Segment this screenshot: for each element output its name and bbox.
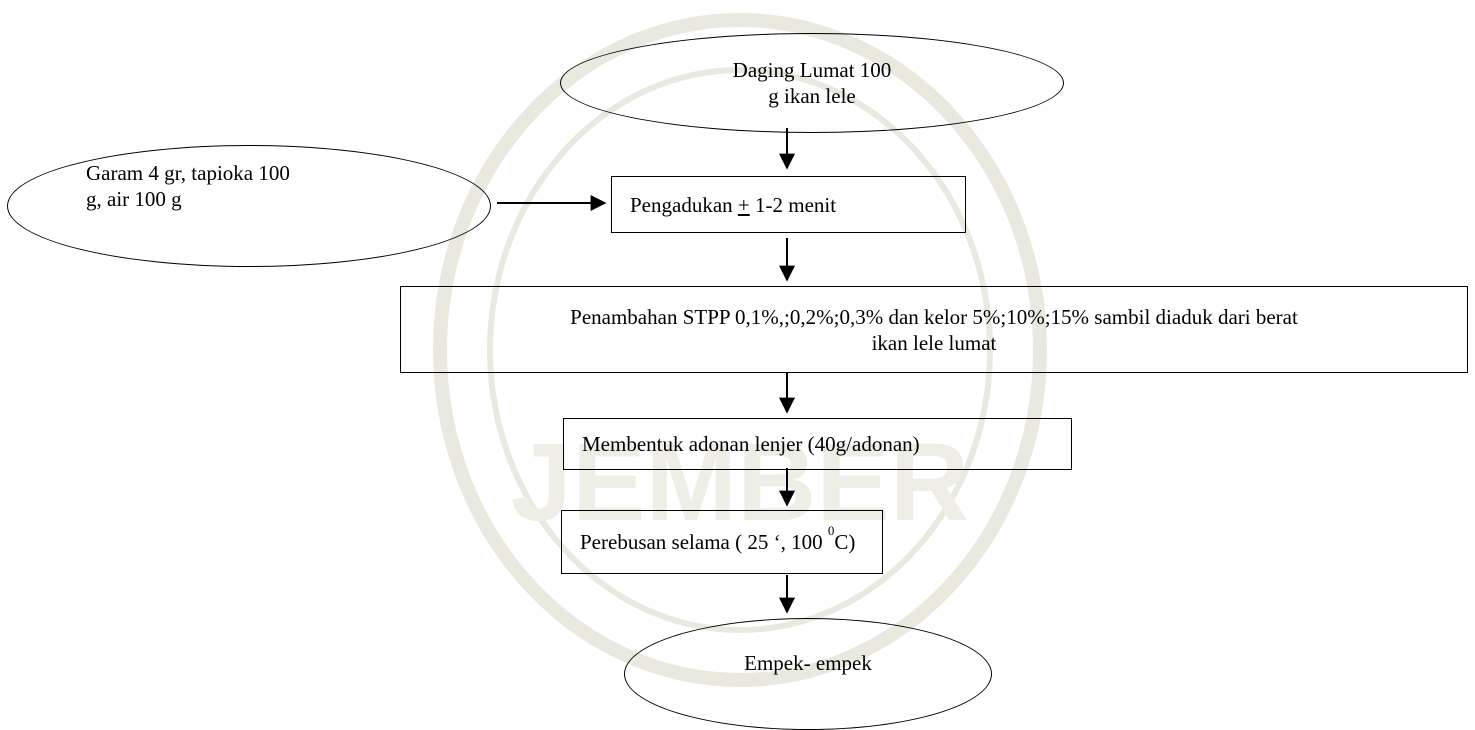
end-label: Empek- empek (744, 651, 872, 675)
input-node: Garam 4 gr, tapioka 100 g, air 100 g (7, 145, 491, 267)
start-label-line2: g ikan lele (768, 84, 856, 108)
addition-step-line1: Penambahan STPP 0,1%,;0,2%;0,3% dan kelo… (570, 304, 1298, 329)
input-label-line1: Garam 4 gr, tapioka 100 (86, 161, 290, 185)
end-node: Empek- empek (624, 618, 992, 730)
start-label-line1: Daging Lumat 100 (732, 58, 892, 82)
mixing-step-box: Pengadukan + 1-2 menit (611, 176, 966, 233)
plus-minus-symbol: + (737, 192, 750, 217)
forming-step-label: Membentuk adonan lenjer (40g/adonan) (582, 432, 920, 456)
forming-step-box: Membentuk adonan lenjer (40g/adonan) (563, 418, 1072, 470)
start-node: Daging Lumat 100 g ikan lele (560, 33, 1064, 133)
degree-superscript: 0 (827, 523, 835, 538)
addition-step-box: Penambahan STPP 0,1%,;0,2%;0,3% dan kelo… (400, 286, 1468, 373)
connectors (497, 128, 795, 614)
mixing-step-label: Pengadukan + 1-2 menit (630, 192, 837, 217)
boiling-step-label: Perebusan selama ( 25 ‘, 100 0C) (580, 523, 856, 554)
boiling-step-box: Perebusan selama ( 25 ‘, 100 0C) (561, 510, 883, 574)
input-label-line2: g, air 100 g (86, 187, 182, 211)
addition-step-line2: ikan lele lumat (871, 330, 997, 355)
flowchart-canvas: JEMBER Daging Lumat 100 g ikan lele Gara… (7, 13, 1468, 730)
